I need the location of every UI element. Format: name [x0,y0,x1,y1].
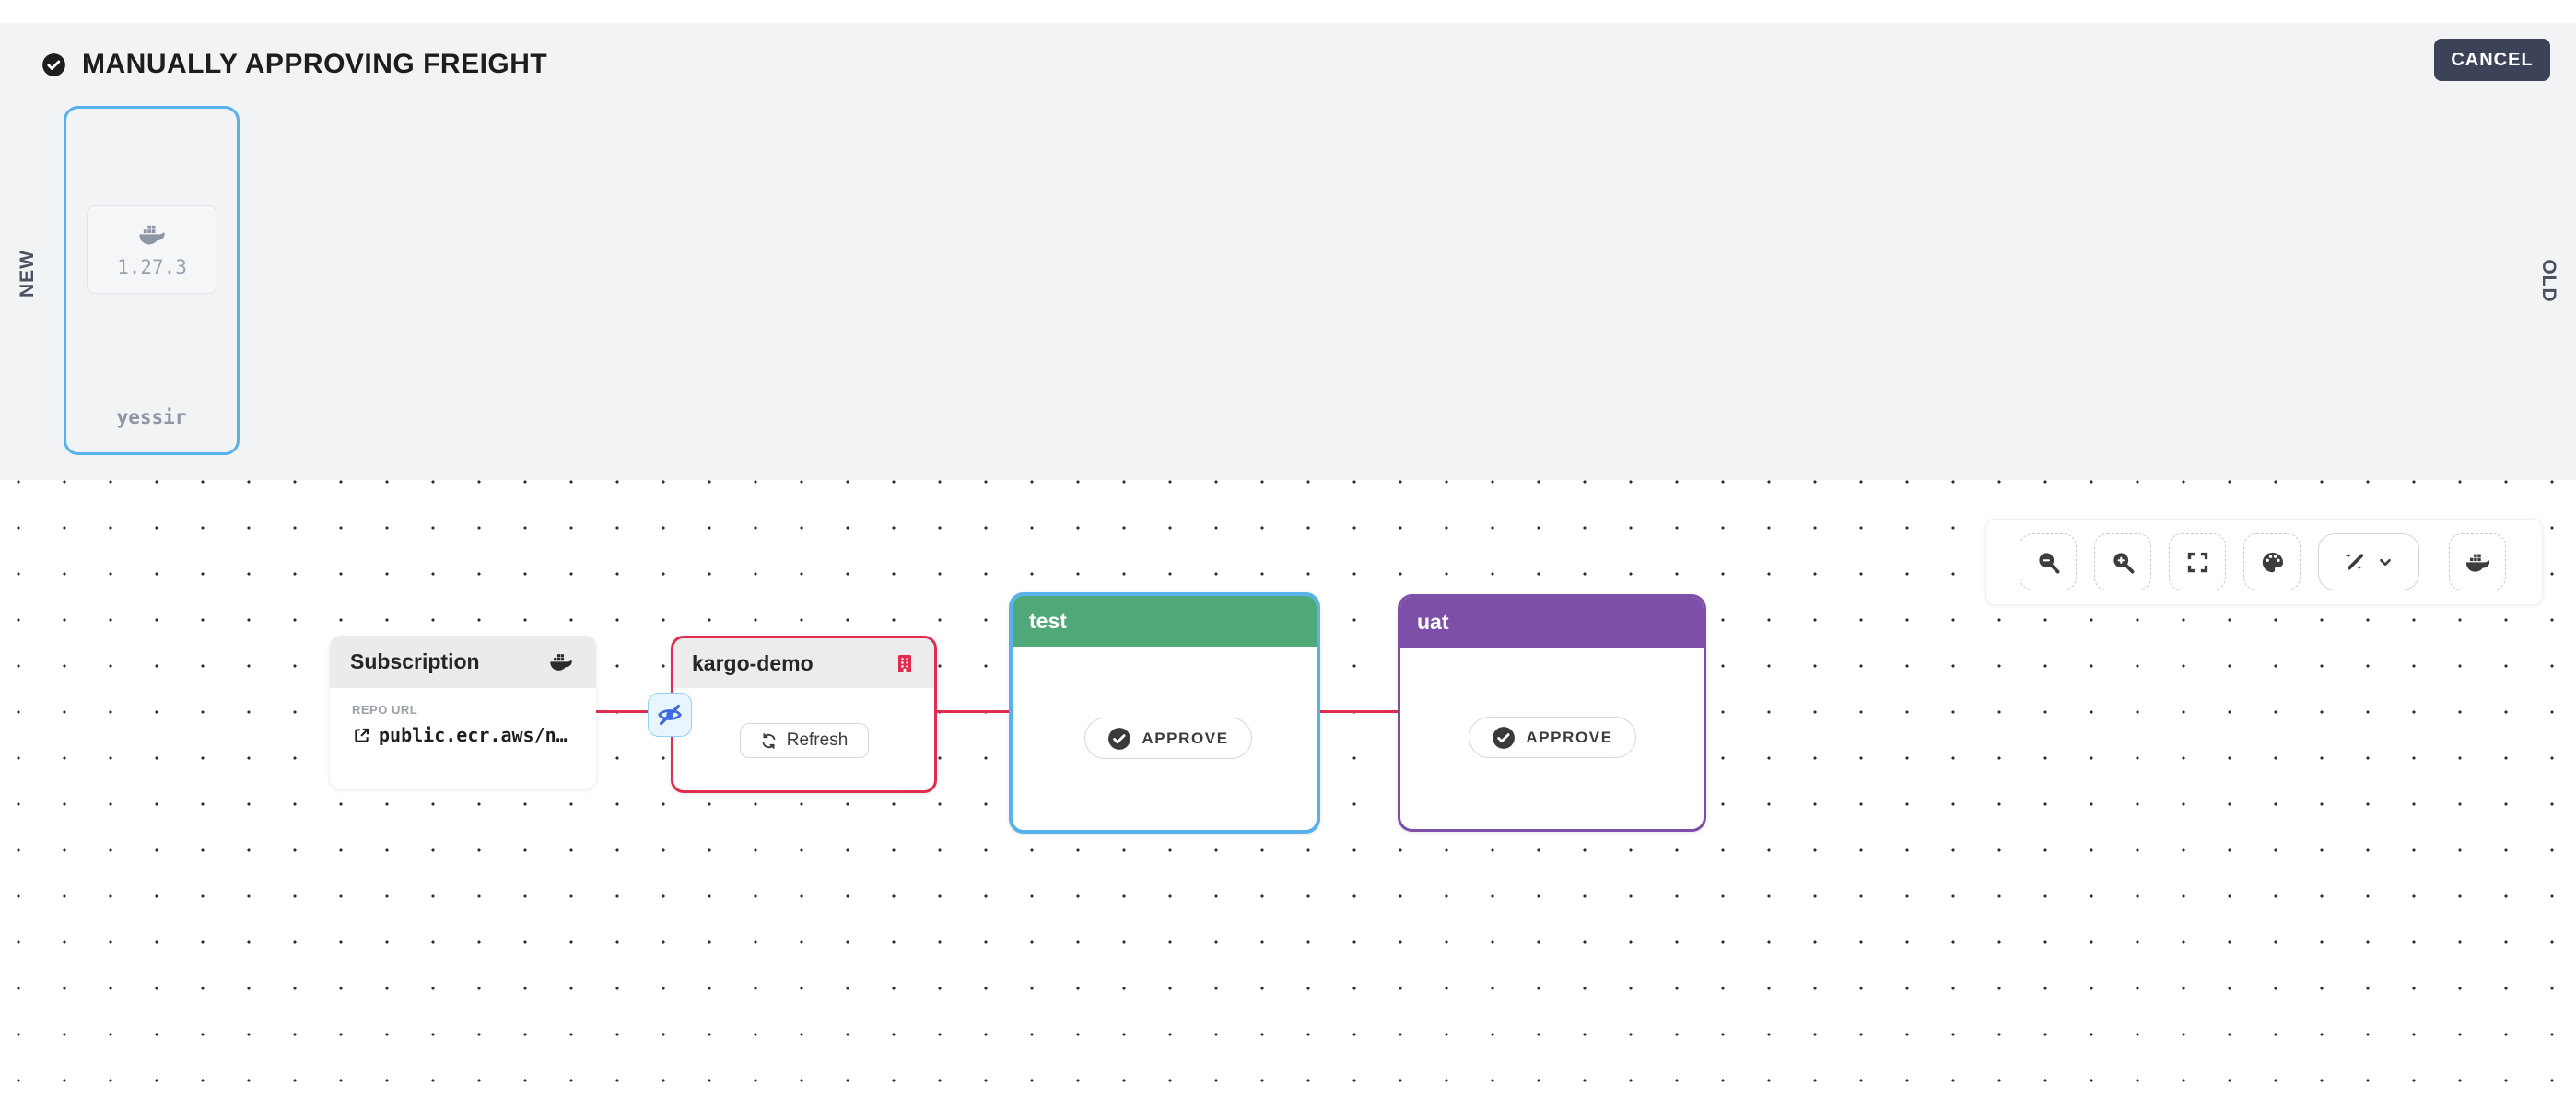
subscription-title: Subscription [350,649,480,673]
external-link-icon [355,728,369,742]
docker-icon [139,225,165,245]
eye-slash-icon [658,704,682,726]
edge-warehouse-test [937,710,1009,713]
refresh-icon [762,732,776,749]
freight-artifact-chip: 1.27.3 [87,205,217,294]
approve-label: APPROVE [1526,728,1613,746]
edge-test-uat [1320,710,1398,713]
banner-title: MANUALLY APPROVING FREIGHT [82,49,548,79]
repo-url-link[interactable]: public.ecr.aws/n… [352,724,596,746]
subscription-node: Subscription REPO URL public.ecr.aws/n… [330,636,596,789]
refresh-button[interactable]: Refresh [739,723,869,758]
zoom-in-icon [2113,552,2134,573]
subscription-header: Subscription [330,636,596,688]
warehouse-body: Refresh [673,688,934,790]
stage-test-name: test [1029,609,1067,633]
wand-sparkles-icon [2345,552,2364,570]
zoom-in-button[interactable] [2094,533,2151,590]
edge-subscription-warehouse [596,710,671,713]
stage-node-uat[interactable]: uat APPROVE [1398,594,1706,832]
approve-label: APPROVE [1142,729,1229,747]
stage-node-test[interactable]: test APPROVE [1009,592,1320,834]
docker-icon [2465,554,2489,572]
freight-version: 1.27.3 [117,256,187,278]
stage-uat-header: uat [1400,597,1704,648]
approve-button-test[interactable]: APPROVE [1084,718,1252,759]
docker-icon [550,654,572,671]
warehouse-title: kargo-demo [692,650,814,675]
new-label: NEW [17,250,38,298]
fit-view-icon [2187,552,2207,572]
hidden-subscriptions-badge[interactable] [648,693,692,737]
subscription-body: REPO URL public.ecr.aws/n… [330,688,596,746]
warehouse-building-icon [898,654,911,672]
warehouse-header: kargo-demo [673,638,934,688]
warehouse-node[interactable]: kargo-demo Refresh [671,636,937,793]
zoom-out-icon [2038,552,2059,573]
freight-card[interactable]: 1.27.3 yessir [64,106,240,455]
approve-button-uat[interactable]: APPROVE [1469,717,1636,758]
fit-view-button[interactable] [2169,533,2226,590]
repo-url-label: REPO URL [352,703,418,717]
docker-filter-button[interactable] [2449,533,2506,590]
chevron-down-icon [2380,558,2391,567]
freight-alias: yessir [116,406,187,428]
old-label: OLD [2538,259,2559,303]
canvas-toolbar [1985,519,2543,605]
stage-test-header: test [1013,596,1317,647]
check-circle-icon [1493,726,1516,749]
freight-selection-band [0,23,2576,480]
zoom-out-button[interactable] [2020,533,2077,590]
palette-icon [2262,552,2283,572]
refresh-label: Refresh [786,730,849,750]
auto-promote-dropdown-button[interactable] [2318,533,2419,590]
palette-button[interactable] [2243,533,2301,590]
repo-url-text: public.ecr.aws/n… [379,724,568,746]
check-circle-icon [42,53,65,76]
check-circle-icon [1108,727,1131,750]
stage-uat-name: uat [1417,610,1449,634]
cancel-button[interactable]: CANCEL [2434,39,2550,81]
banner: MANUALLY APPROVING FREIGHT [41,49,547,80]
